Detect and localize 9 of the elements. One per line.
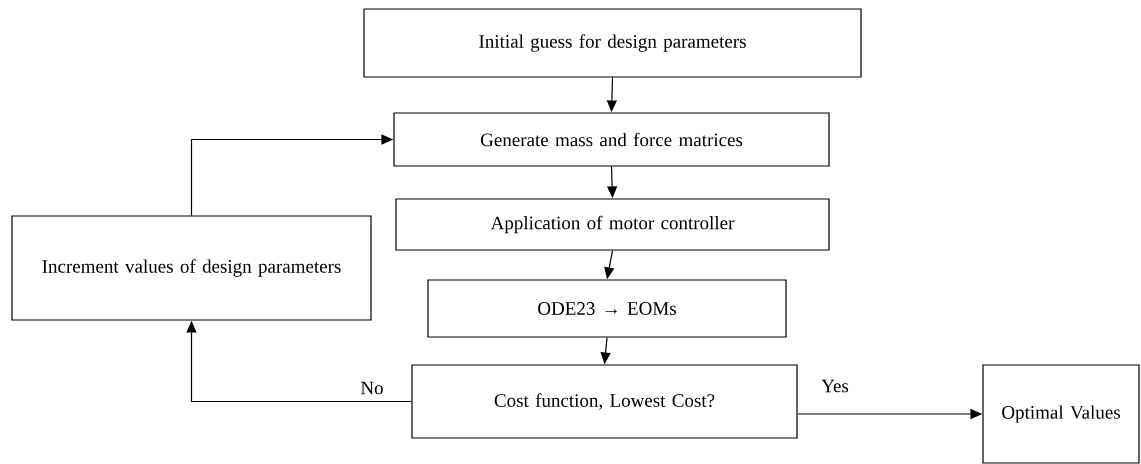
edge-label: No: [359, 380, 385, 396]
process-box: Application of motor controller: [395, 198, 830, 251]
edge-label: Yes: [820, 378, 850, 394]
process-box: ODE23 → EOMs: [427, 279, 787, 338]
process-box: Initial guess for design parameters: [363, 8, 862, 78]
process-box: Cost function, Lowest Cost?: [411, 364, 798, 439]
process-box: Increment values of design parameters: [11, 215, 372, 321]
process-box: Optimal Values: [982, 364, 1140, 464]
process-box: Generate mass and force matrices: [393, 112, 830, 167]
